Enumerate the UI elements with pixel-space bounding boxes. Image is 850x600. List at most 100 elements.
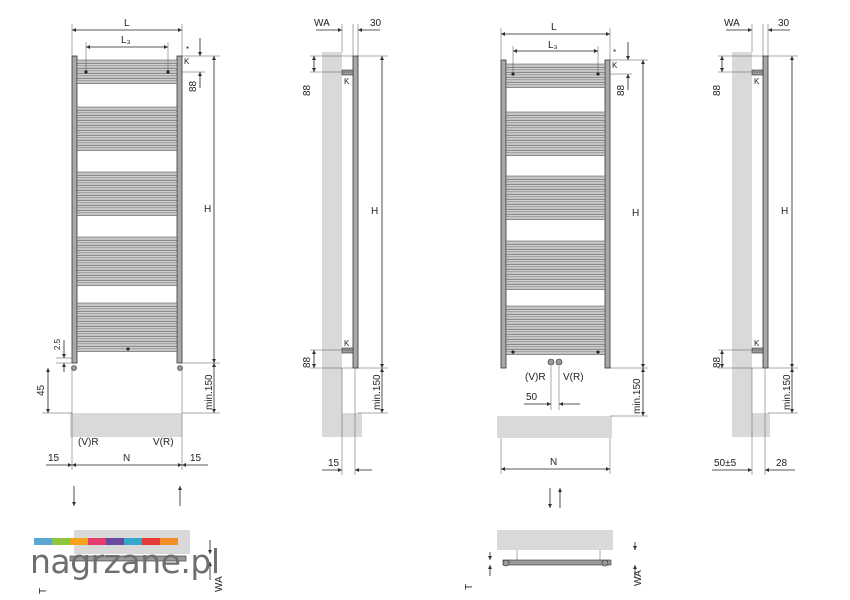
heating-bar (76, 181, 178, 186)
heating-bar (505, 116, 606, 121)
heating-bar (505, 200, 606, 205)
heating-bar (76, 322, 178, 327)
heating-bar (76, 74, 178, 79)
label-2.5: 2.5 (53, 338, 62, 350)
heating-bar (505, 83, 606, 88)
label-50pm5: 50±5 (714, 458, 737, 469)
label-min150-3: min.150 (632, 378, 643, 414)
floor-area-3 (497, 416, 612, 438)
heating-bar (505, 250, 606, 255)
heating-bar (76, 131, 178, 136)
label-28: 28 (776, 458, 788, 469)
side-rail-4 (762, 55, 769, 369)
logo-color-strip (34, 538, 178, 545)
plan-radiator-3 (502, 559, 612, 566)
label-N: N (123, 453, 130, 464)
middle-valve (547, 358, 555, 366)
heating-bar (505, 320, 606, 325)
label-H-side: H (371, 206, 378, 217)
heating-bar (505, 260, 606, 265)
left-rail (71, 55, 78, 364)
label-WA-plan1: WA (214, 576, 225, 592)
heating-bar (76, 266, 178, 271)
heating-bar (505, 190, 606, 195)
label-L-3: L (551, 22, 557, 33)
floor-area (70, 413, 182, 437)
logo-color-block (52, 538, 70, 545)
plan-radiator (69, 555, 187, 562)
label-VR-right-3: V(R) (563, 372, 584, 383)
heating-bar (76, 281, 178, 286)
wall-bracket-top (341, 69, 354, 76)
label-N-3: N (550, 457, 557, 468)
label-15-right: 15 (190, 453, 202, 464)
mount-point (126, 347, 130, 351)
heating-bar (505, 141, 606, 146)
plan-valve (502, 559, 510, 567)
heating-bar (505, 265, 606, 270)
heating-bar (505, 73, 606, 78)
label-L3: L₃ (121, 35, 131, 46)
wall-section-4 (732, 52, 752, 437)
heating-bar (505, 270, 606, 275)
right-rail (176, 55, 183, 364)
label-WA-plan3: WA (633, 570, 644, 586)
heating-bar (76, 276, 178, 281)
heating-bar (505, 240, 606, 245)
heating-bar (505, 315, 606, 320)
heating-bar (76, 271, 178, 276)
heating-bars (76, 59, 178, 352)
heating-bar (76, 141, 178, 146)
heating-bar (76, 79, 178, 84)
front-view-side-connection: L L₃ K * 88 H min.150 2.5 45 (V)R V (36, 18, 225, 594)
heating-bar (76, 251, 178, 256)
floor-section-4 (732, 413, 770, 437)
label-88-bottom-4: 88 (712, 356, 723, 368)
heating-bar (76, 236, 178, 241)
heating-bar (505, 185, 606, 190)
valve-left (71, 365, 77, 371)
heating-bar (505, 151, 606, 156)
label-K: K (184, 57, 190, 66)
heating-bar (505, 210, 606, 215)
label-VR-left-3: (V)R (525, 372, 546, 383)
logo-color-block (124, 538, 142, 545)
heating-bar (76, 342, 178, 347)
label-15-left: 15 (48, 453, 60, 464)
heating-bar (505, 255, 606, 260)
heating-bar (505, 330, 606, 335)
heating-bar (76, 136, 178, 141)
label-WA-4: WA (724, 18, 740, 29)
heating-bar (76, 191, 178, 196)
wall-bracket-top-4 (751, 69, 764, 76)
side-view-2: WA 30 88 K H 88 K min.150 50±5 28 (712, 18, 798, 475)
heating-bar (505, 180, 606, 185)
mount-point (84, 70, 88, 74)
label-min150-side: min.150 (372, 374, 383, 410)
heating-bar (505, 136, 606, 141)
mount-point (166, 70, 170, 74)
label-H-4: H (781, 206, 788, 217)
label-WA: WA (314, 18, 330, 29)
valve-right (177, 365, 183, 371)
front-view-middle-connection: L L₃ K * 88 H min.150 (V)R V(R) 50 N (464, 22, 648, 590)
heating-bar (76, 121, 178, 126)
logo-color-block (160, 538, 178, 545)
heating-bar (76, 337, 178, 342)
label-88-top-4: 88 (712, 84, 723, 96)
heating-bar (505, 350, 606, 355)
heating-bar (76, 106, 178, 111)
heating-bar (76, 64, 178, 69)
heating-bar (505, 285, 606, 290)
label-K-3: K (612, 61, 618, 70)
mount-point (596, 72, 600, 76)
label-K-bottom-4: K (754, 339, 760, 348)
heating-bar (505, 335, 606, 340)
label-45: 45 (36, 384, 47, 396)
label-88-bottom: 88 (302, 356, 313, 368)
wall-section (322, 52, 342, 437)
logo-color-block (34, 538, 52, 545)
heating-bar (76, 302, 178, 307)
mount-point (511, 350, 515, 354)
heating-bar (505, 78, 606, 83)
